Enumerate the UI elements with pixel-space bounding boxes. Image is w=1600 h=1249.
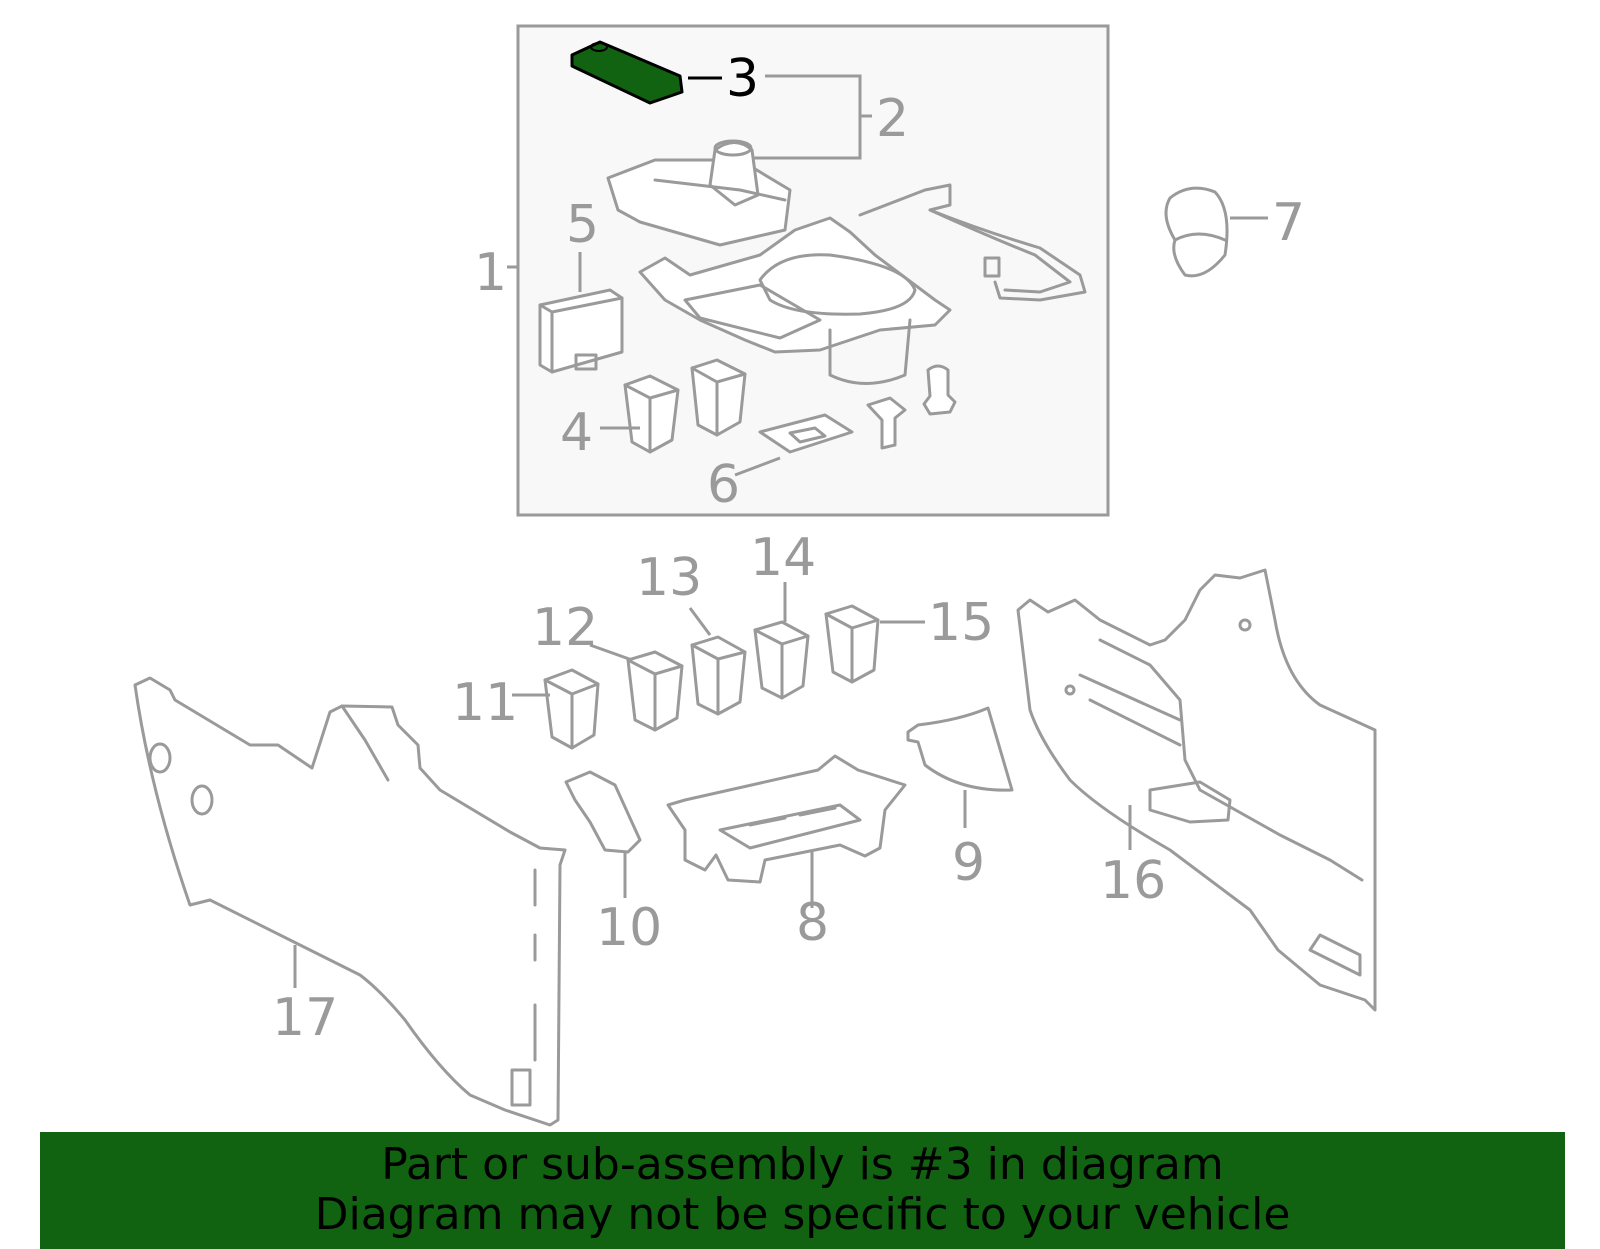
callout-10: 10 xyxy=(596,898,662,958)
part-5-module xyxy=(538,288,624,374)
callout-9: 9 xyxy=(952,833,985,893)
banner-line-2: Diagram may not be specific to your vehi… xyxy=(314,1189,1291,1240)
callout-7: 7 xyxy=(1272,193,1305,253)
part-16-right-panel xyxy=(1016,568,1377,1012)
wiring-harness xyxy=(858,183,1087,302)
part-9-cover xyxy=(906,706,1014,792)
callout-4: 4 xyxy=(560,403,593,463)
part-8-tray xyxy=(666,754,907,884)
callout-5: 5 xyxy=(566,195,599,255)
switches-11-15 xyxy=(543,604,880,750)
info-banner: Part or sub-assembly is #3 in diagram Di… xyxy=(40,1132,1565,1249)
part-3-highlighted[interactable] xyxy=(570,40,684,105)
callout-3[interactable]: 3 xyxy=(726,49,759,109)
part-7-shift-knob xyxy=(1164,186,1229,278)
callout-6: 6 xyxy=(707,455,740,515)
callout-17: 17 xyxy=(272,988,338,1048)
callout-16: 16 xyxy=(1100,851,1166,911)
leader-lines xyxy=(293,74,1268,988)
part-1-console-panel xyxy=(638,216,952,385)
callout-15: 15 xyxy=(928,593,994,653)
callout-1: 1 xyxy=(474,243,507,303)
callout-11: 11 xyxy=(452,673,518,733)
callout-14: 14 xyxy=(750,528,816,588)
callout-12: 12 xyxy=(532,598,598,658)
part-4-switches xyxy=(623,358,747,454)
part-2-shift-housing xyxy=(606,139,792,247)
clip-and-bolt xyxy=(866,364,957,450)
callout-8: 8 xyxy=(796,893,829,953)
part-10-bracket xyxy=(564,770,642,854)
callout-2: 2 xyxy=(876,89,909,149)
banner-line-1: Part or sub-assembly is #3 in diagram xyxy=(381,1139,1224,1190)
part-6-plate xyxy=(758,413,854,454)
part-17-left-panel xyxy=(133,676,567,1127)
callout-13: 13 xyxy=(636,548,702,608)
